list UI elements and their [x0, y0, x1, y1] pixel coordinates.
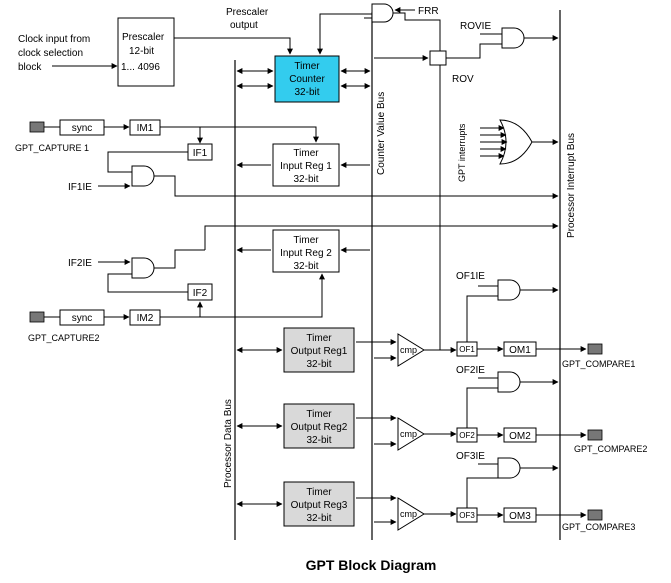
- output-reg1-label1: Timer: [306, 333, 332, 344]
- of2-label: OF2: [459, 431, 475, 440]
- input-reg1-label3: 32-bit: [293, 174, 318, 185]
- im2-label: IM2: [137, 313, 154, 324]
- output-reg2-label1: Timer: [306, 409, 332, 420]
- processor-data-bus-label: Processor Data Bus: [223, 399, 234, 488]
- of2-and-gate: [497, 371, 521, 393]
- input-reg1-label2: Input Reg 1: [280, 161, 332, 172]
- compare3-port-label: GPT_COMPARE3: [562, 522, 635, 532]
- prescaler-output-label1: Prescaler: [226, 7, 269, 18]
- input-reg2-box: [272, 229, 340, 273]
- input-reg1-box: [272, 143, 340, 187]
- capture1-sync-label: sync: [72, 123, 93, 134]
- capture2-port: [29, 311, 45, 323]
- prescaler-label2: 12-bit: [129, 46, 154, 57]
- frr-and-gate: [371, 3, 394, 23]
- compare3-port: [587, 509, 603, 521]
- if1-and-gate: [131, 165, 155, 187]
- rovie-label: ROVIE: [460, 21, 491, 32]
- cmp1-triangle: [397, 333, 425, 367]
- clock-input-line3: block: [18, 62, 42, 73]
- frr-label: FRR: [418, 6, 439, 17]
- of1-label: OF1: [459, 345, 475, 354]
- if2-and-gate: [131, 257, 155, 279]
- output-channel-2: Timer Output Reg2 32-bit cmp OF2 OM2 GPT…: [236, 365, 647, 454]
- of1ie-label: OF1IE: [456, 271, 485, 282]
- cmp3-label: cmp: [400, 509, 417, 519]
- timer-counter-box: [274, 55, 340, 103]
- clock-input-line1: Clock input from: [18, 34, 90, 45]
- if2-label: IF2: [193, 288, 208, 299]
- if1-label: IF1: [193, 148, 208, 159]
- om1-label: OM1: [509, 345, 531, 356]
- input-reg1-label1: Timer: [293, 148, 319, 159]
- input-reg2-label1: Timer: [293, 235, 319, 246]
- input-reg2-label2: Input Reg 2: [280, 248, 332, 259]
- gpt-interrupts-label: GPT interrupts: [457, 123, 467, 182]
- output-reg2-label2: Output Reg2: [291, 422, 348, 433]
- output-channel-1: Timer Output Reg1 32-bit cmp OF1 OM1 GPT…: [236, 271, 635, 373]
- compare2-port-label: GPT_COMPARE2: [574, 444, 647, 454]
- output-reg3-label3: 32-bit: [306, 513, 331, 524]
- diagram-caption: GPT Block Diagram: [306, 557, 437, 573]
- prescaler-output-label2: output: [230, 20, 258, 31]
- if2ie-label: IF2IE: [68, 258, 92, 269]
- if1ie-label: IF1IE: [68, 182, 92, 193]
- rov-label: ROV: [452, 74, 474, 85]
- input-reg2-label3: 32-bit: [293, 261, 318, 272]
- cmp2-triangle: [397, 417, 425, 451]
- of3ie-label: OF3IE: [456, 451, 485, 462]
- output-reg3-label2: Output Reg3: [291, 500, 348, 511]
- rov-and-gate: [501, 27, 525, 49]
- om3-label: OM3: [509, 511, 531, 522]
- capture2-sync-label: sync: [72, 313, 93, 324]
- output-reg1-label3: 32-bit: [306, 359, 331, 370]
- output-reg1-label2: Output Reg1: [291, 346, 348, 357]
- output-reg3-label1: Timer: [306, 487, 332, 498]
- processor-interrupt-bus-label: Processor Interrupt Bus: [566, 133, 577, 238]
- cmp1-label: cmp: [400, 345, 417, 355]
- of2ie-label: OF2IE: [456, 365, 485, 376]
- clock-input-line2: clock selection: [18, 48, 83, 59]
- of3-label: OF3: [459, 511, 475, 520]
- prescaler-box: [117, 17, 175, 87]
- prescaler-label1: Prescaler: [122, 32, 165, 43]
- compare1-port: [587, 343, 603, 355]
- om2-label: OM2: [509, 431, 531, 442]
- prescaler-label3: 1... 4096: [121, 62, 160, 73]
- rov-box: [429, 50, 447, 66]
- counter-value-bus-label: Counter Value Bus: [376, 92, 387, 175]
- if2-box: [187, 283, 213, 301]
- output-reg2-label3: 32-bit: [306, 435, 331, 446]
- compare1-port-label: GPT_COMPARE1: [562, 359, 635, 369]
- capture2-port-label: GPT_CAPTURE2: [28, 333, 100, 343]
- output-channel-3: Timer Output Reg3 32-bit cmp OF3 OM3 GPT…: [236, 451, 635, 532]
- im1-label: IM1: [137, 123, 154, 134]
- cmp2-label: cmp: [400, 429, 417, 439]
- timer-counter-label1: Timer: [294, 61, 320, 72]
- timer-counter-label3: 32-bit: [294, 87, 319, 98]
- timer-counter-label2: Counter: [289, 74, 325, 85]
- of1-and-gate: [497, 279, 521, 301]
- cmp3-triangle: [397, 497, 425, 531]
- of3-and-gate: [497, 457, 521, 479]
- capture1-port: [29, 121, 45, 133]
- compare2-port: [587, 429, 603, 441]
- capture1-port-label: GPT_CAPTURE 1: [15, 143, 89, 153]
